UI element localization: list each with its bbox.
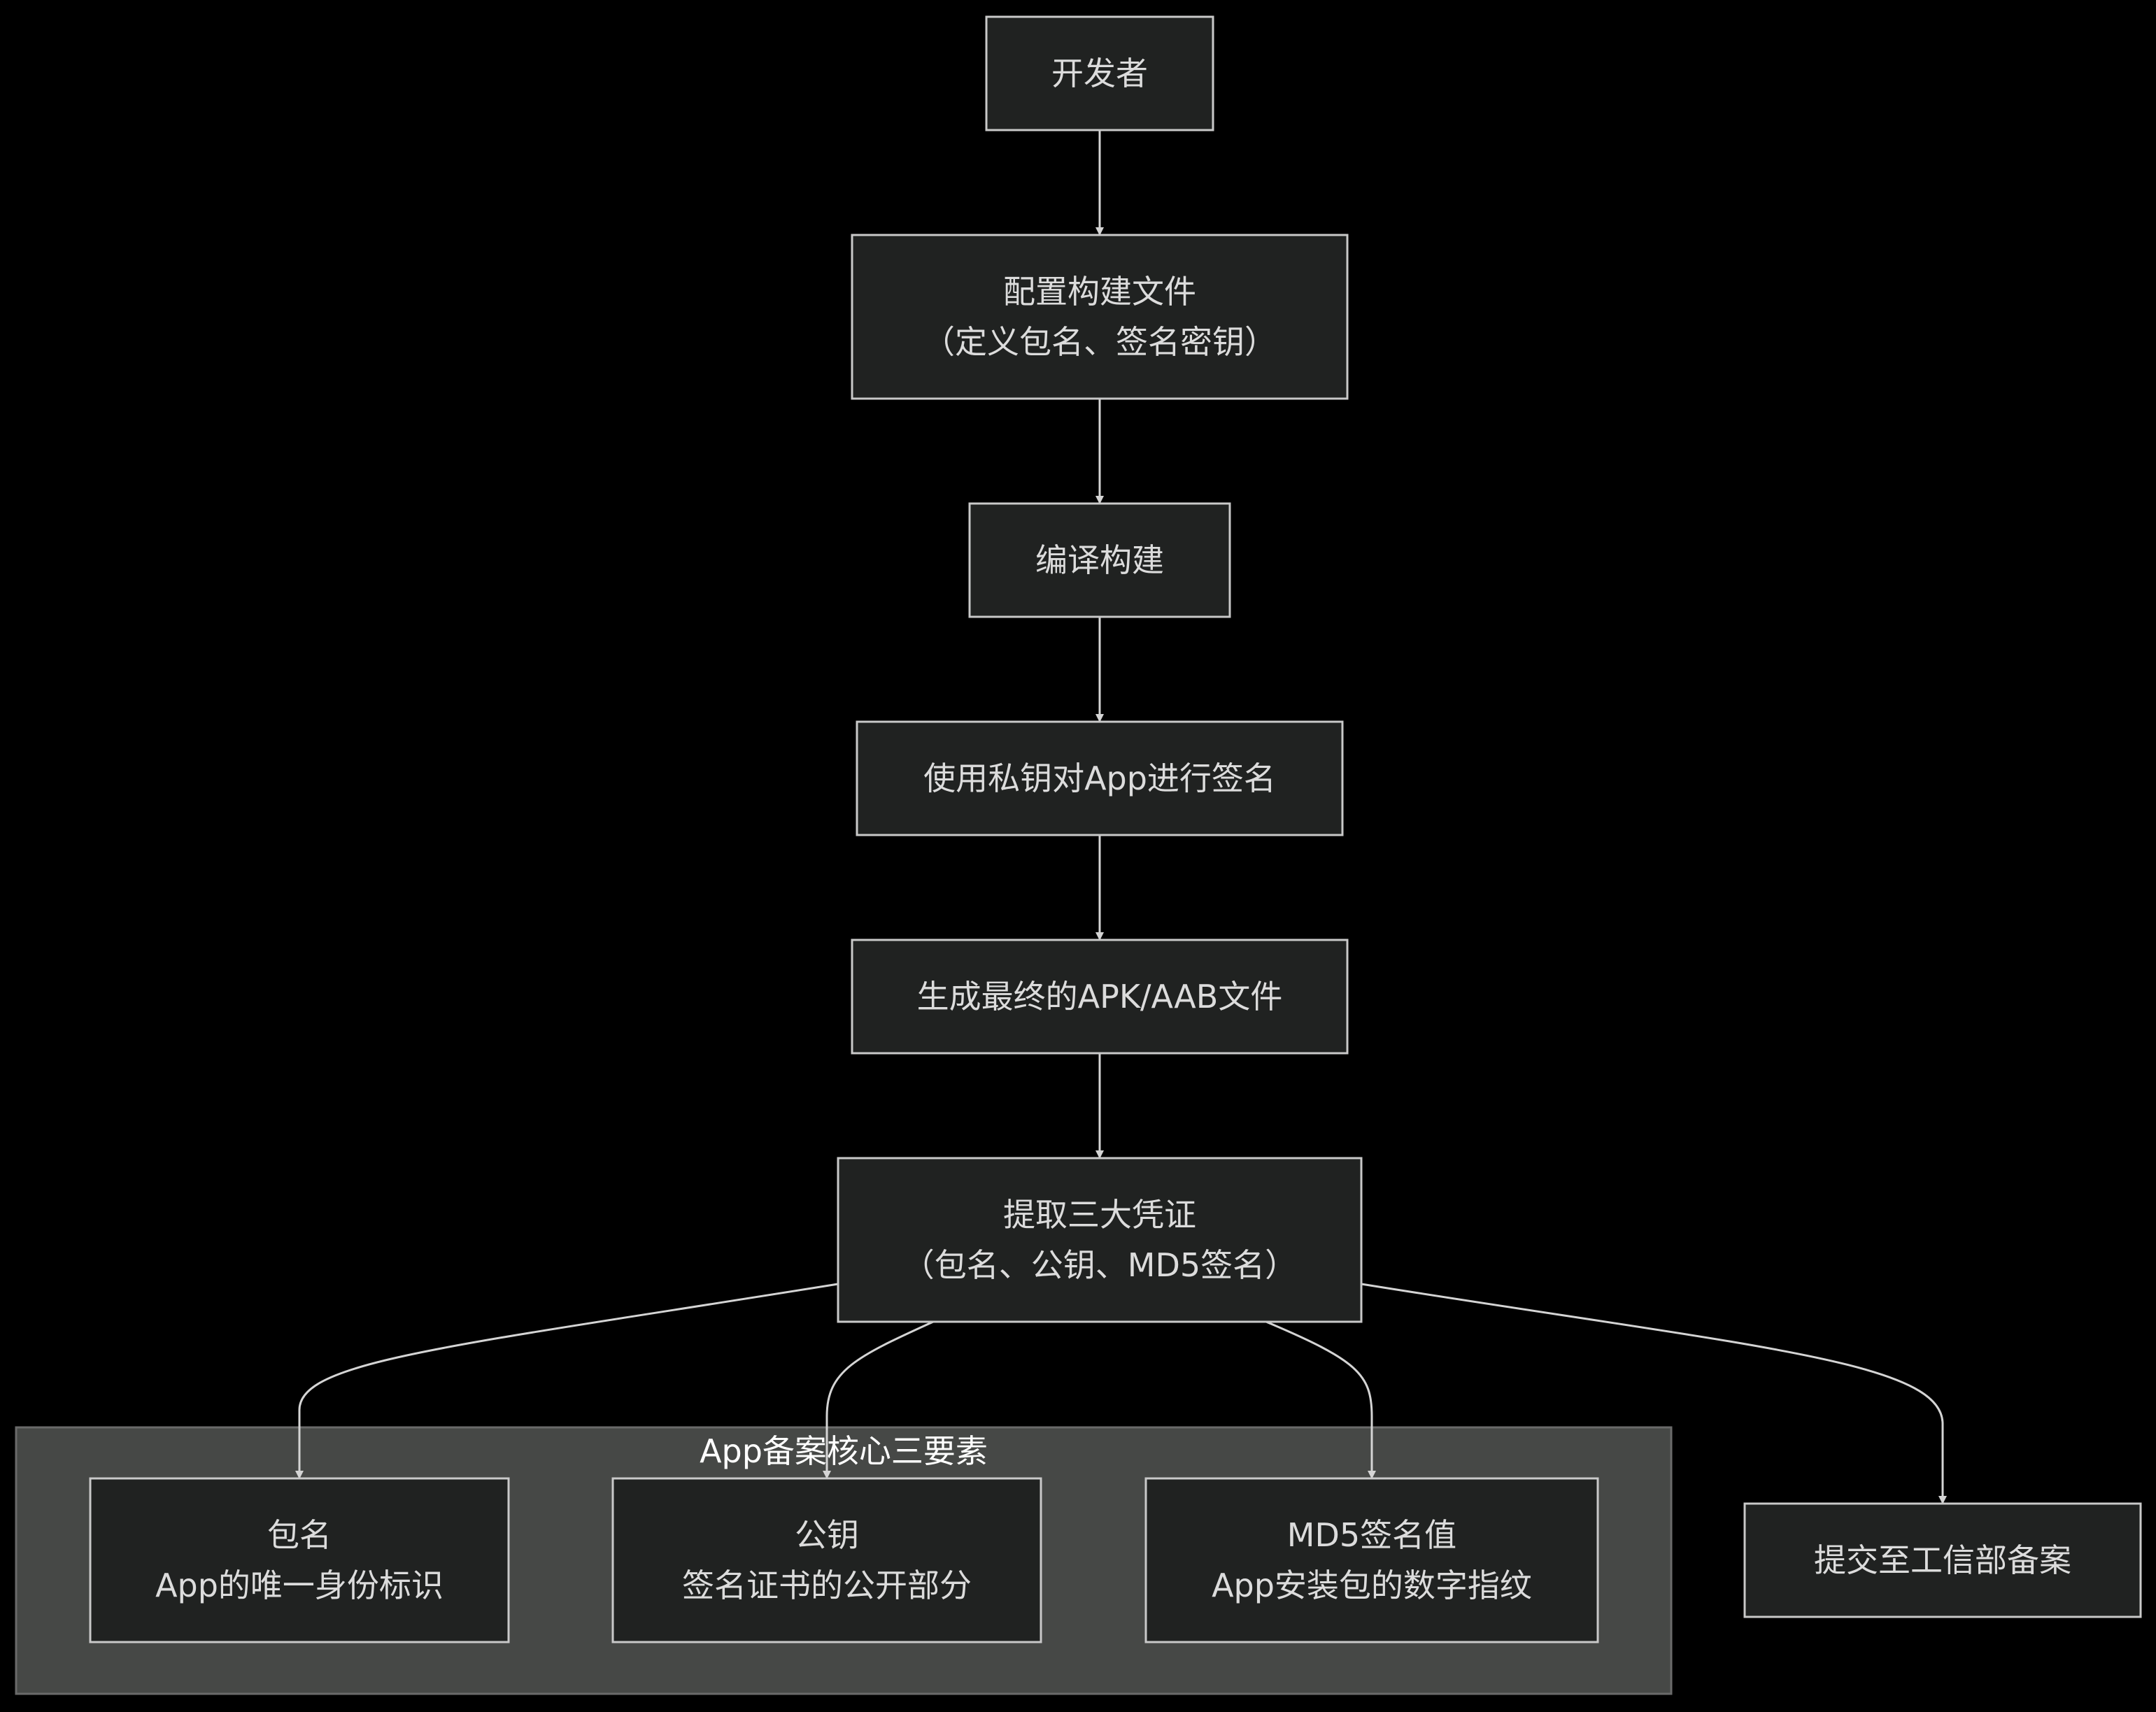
node-sign-label-1: 使用私钥对App进行签名 — [923, 759, 1276, 797]
node-package_name-label-1: 包名 — [267, 1516, 332, 1554]
node-config: 配置构建文件 （定义包名、签名密钥） — [851, 234, 1349, 400]
node-compile-label-1: 编译构建 — [1035, 541, 1164, 579]
node-public_key-box — [611, 1477, 1042, 1643]
node-config-label-1: 配置构建文件 — [1003, 273, 1196, 311]
edge-extract-to-package_name — [295, 1283, 839, 1479]
node-package_name-label-2: App的唯一身份标识 — [155, 1567, 444, 1604]
node-extract-label-1: 提取三大凭证 — [1003, 1196, 1196, 1234]
node-md5: MD5签名值 App安装包的数字指纹 — [1144, 1477, 1599, 1643]
node-developer-box — [985, 15, 1214, 131]
node-config-box — [851, 234, 1349, 400]
node-md5-label-1: MD5签名值 — [1287, 1516, 1456, 1554]
node-package_name: 包名 App的唯一身份标识 — [89, 1477, 510, 1643]
node-generate: 生成最终的APK/AAB文件 — [851, 939, 1349, 1055]
node-compile-box — [968, 502, 1231, 618]
node-extract-label-2: （包名、公钥、MD5签名） — [902, 1246, 1297, 1284]
edge-extract-to-public_key — [823, 1320, 934, 1479]
node-submit-box — [1743, 1502, 2142, 1618]
node-generate-label-1: 生成最终的APK/AAB文件 — [917, 978, 1283, 1015]
node-config-label-2: （定义包名、签名密钥） — [923, 323, 1277, 361]
node-md5-box — [1144, 1477, 1599, 1643]
node-submit: 提交至工信部备案 — [1743, 1502, 2142, 1618]
edge-extract-to-submit — [1361, 1283, 1947, 1504]
node-extract: 提取三大凭证 （包名、公钥、MD5签名） — [837, 1157, 1363, 1323]
node-generate-box — [851, 939, 1349, 1055]
node-public_key-label-2: 签名证书的公开部分 — [682, 1567, 972, 1604]
group-title: App备案核心三要素 — [700, 1432, 988, 1470]
node-package_name-box — [89, 1477, 510, 1643]
node-developer-label-1: 开发者 — [1051, 55, 1148, 92]
node-submit-label-1: 提交至工信部备案 — [1814, 1541, 2071, 1579]
node-sign: 使用私钥对App进行签名 — [856, 720, 1344, 836]
node-sign-box — [856, 720, 1344, 836]
node-md5-label-2: App安装包的数字指纹 — [1212, 1567, 1532, 1604]
node-public_key-label-1: 公钥 — [795, 1516, 859, 1554]
edge-extract-to-md5 — [1265, 1320, 1376, 1479]
node-extract-box — [837, 1157, 1363, 1323]
node-compile: 编译构建 — [968, 502, 1231, 618]
node-developer: 开发者 — [985, 15, 1214, 131]
